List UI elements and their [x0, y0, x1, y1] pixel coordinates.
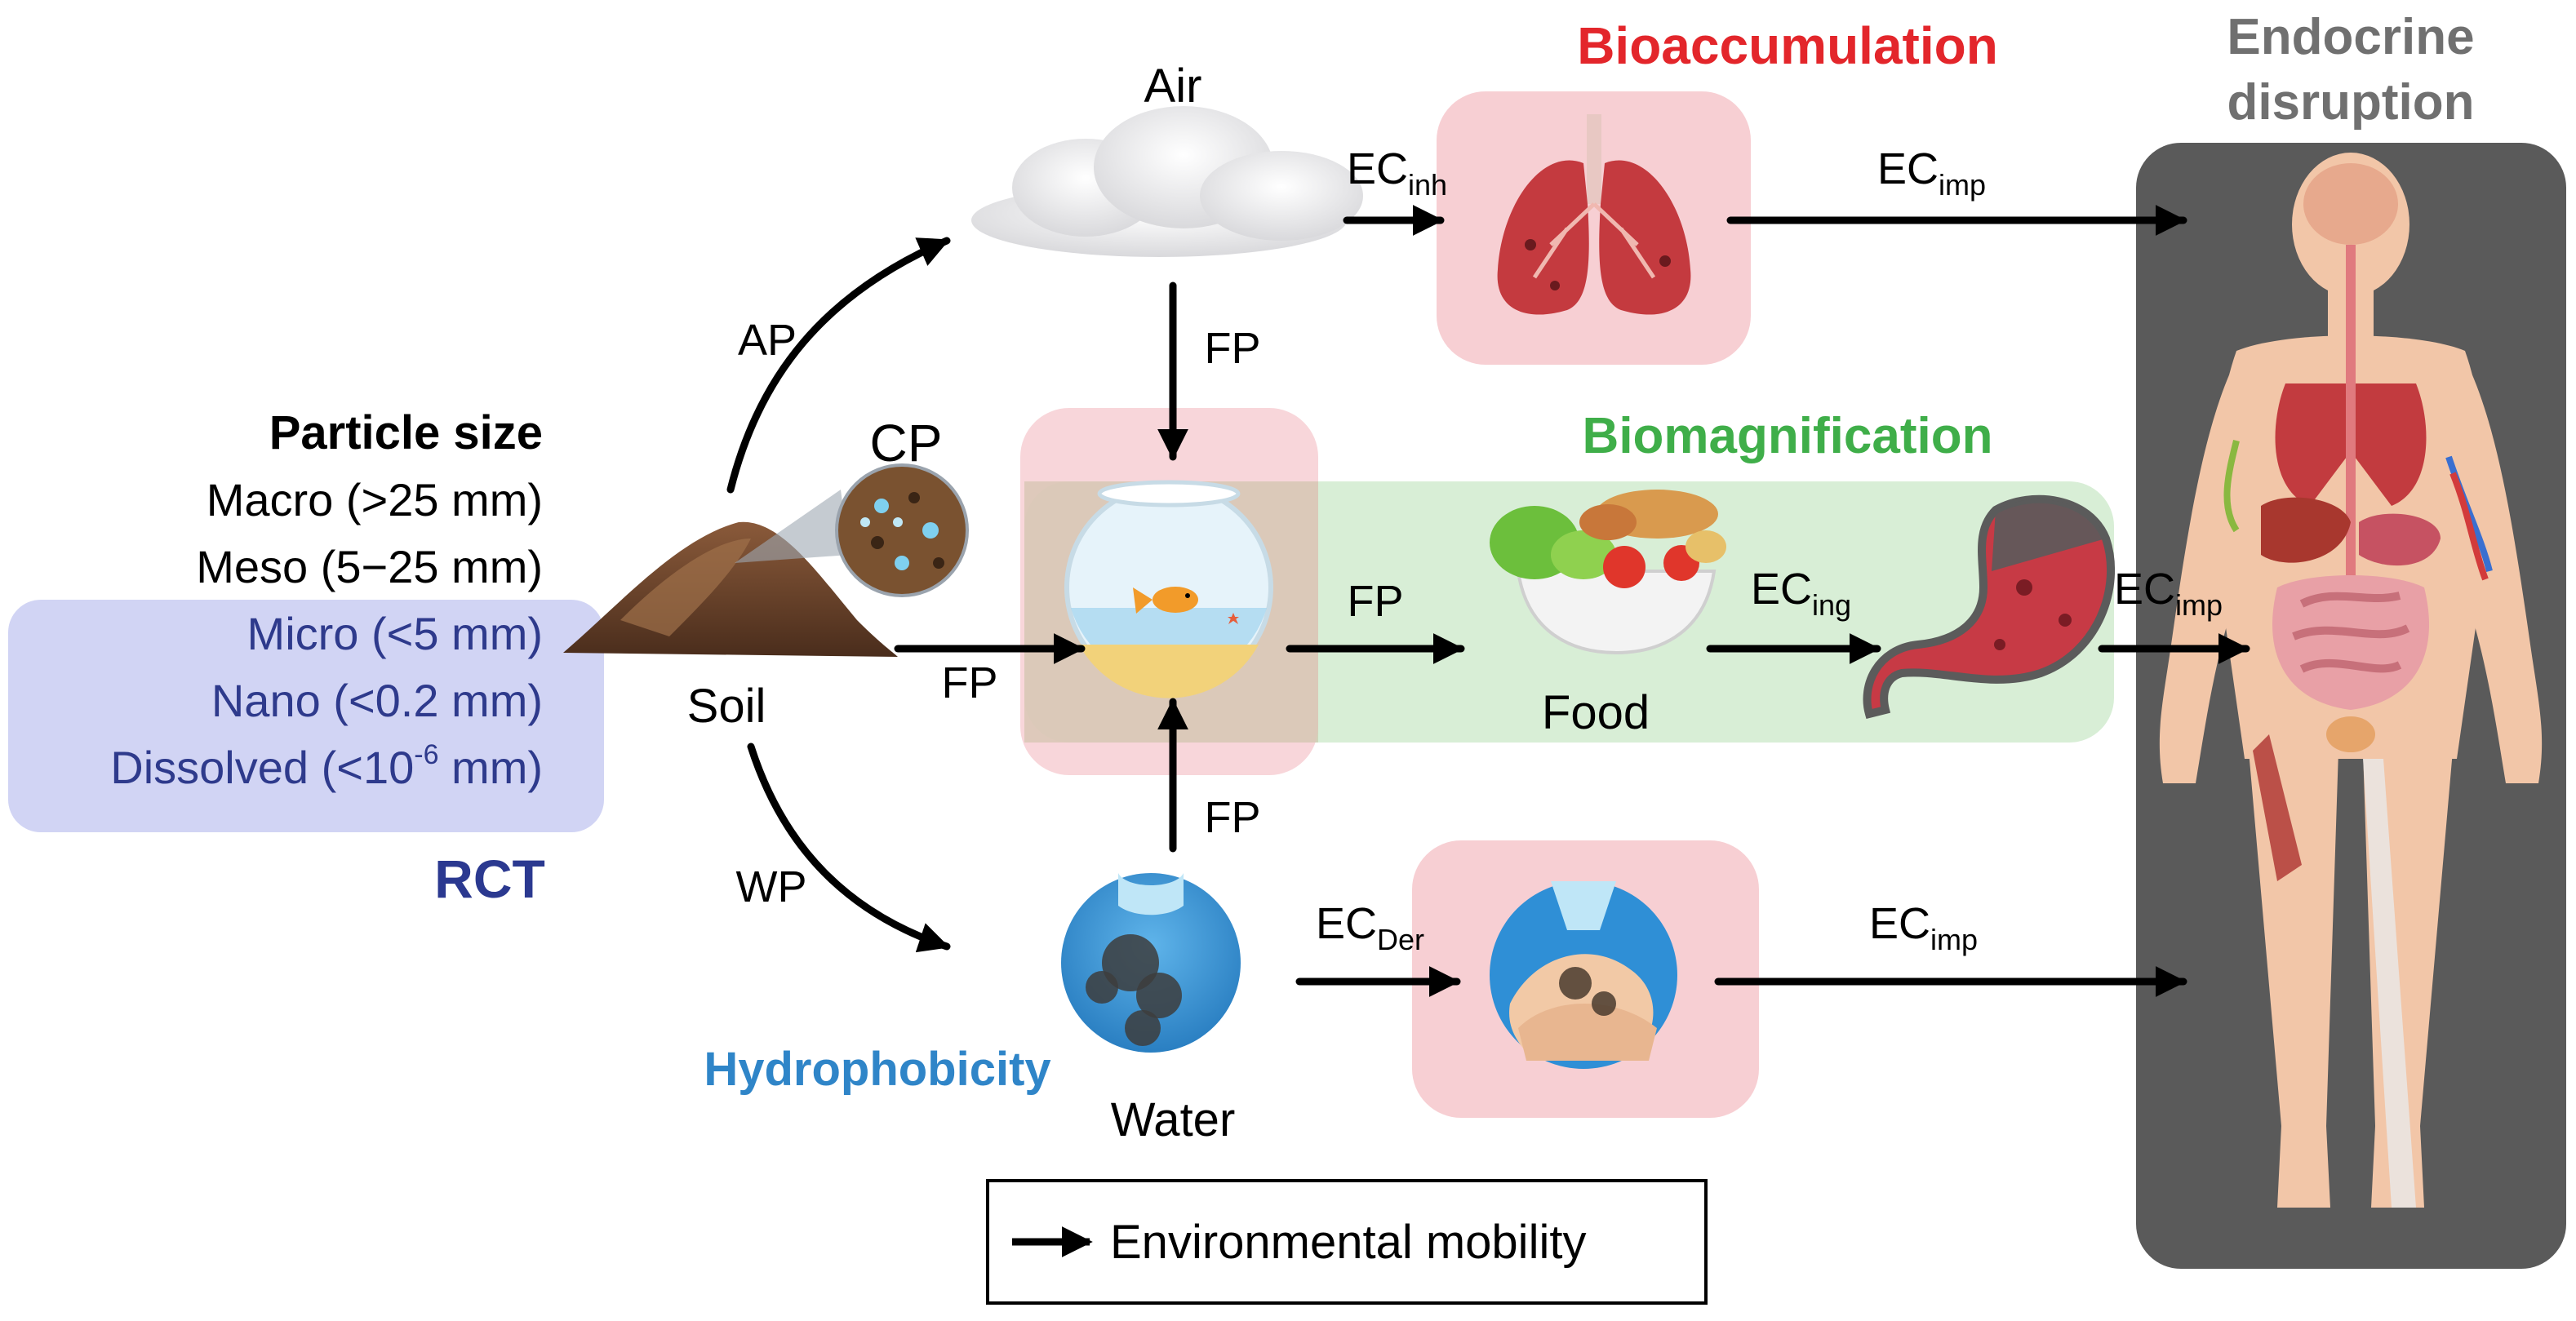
- arrow-soil-to-water: [747, 743, 951, 953]
- ap-label: AP: [738, 316, 797, 365]
- particle-size-micro: Micro (<5 mm): [247, 608, 543, 659]
- particle-size-dissolved: Dissolved (<10-6 mm): [110, 739, 543, 793]
- rct-label: RCT: [434, 849, 545, 909]
- particle-size-nano: Nano (<0.2 mm): [211, 675, 543, 726]
- fp-label-air: FP: [1204, 324, 1260, 373]
- ec-ing-label: ECing: [1751, 565, 1851, 622]
- fp-label-food: FP: [1347, 577, 1403, 626]
- stomach-icon: [1863, 494, 2116, 720]
- legend: Environmental mobility: [986, 1179, 1708, 1305]
- particle-size-macro: Macro (>25 mm): [207, 474, 543, 525]
- arrow-soil-to-air: [726, 237, 951, 494]
- soil-label: Soil: [687, 680, 766, 733]
- bioaccumulation-heading: Bioaccumulation: [1577, 16, 1998, 75]
- biomagnification-heading: Biomagnification: [1583, 408, 1993, 464]
- ec-der-label: ECDer: [1316, 899, 1424, 956]
- arrows: [726, 205, 2250, 997]
- food-bowl-icon: [1490, 490, 1726, 655]
- fp-label-water: FP: [1204, 793, 1260, 842]
- legend-label: Environmental mobility: [1110, 1216, 1586, 1269]
- ec-inh-label: ECinh: [1347, 144, 1447, 202]
- human-body-icon: [2159, 153, 2543, 1208]
- cp-magnifier-icon: [735, 463, 969, 597]
- cloud-icon: [971, 106, 1363, 257]
- particle-size-meso: Meso (5−25 mm): [196, 541, 543, 592]
- cp-label: CP: [870, 414, 943, 472]
- endocrine-heading-line1: Endocrine: [2227, 9, 2474, 65]
- wp-label: WP: [736, 862, 807, 911]
- rct-blue-band: [8, 600, 604, 832]
- legend-box: [986, 1179, 1708, 1305]
- ec-imp-label-bottom: ECimp: [1869, 899, 1978, 956]
- lungs-icon: [1497, 114, 1691, 315]
- fishbowl-icon: [1064, 480, 1273, 698]
- ec-imp-label-top: ECimp: [1877, 144, 1986, 202]
- water-label: Water: [1111, 1093, 1236, 1146]
- ec-imp-label-mid: ECimp: [2114, 565, 2223, 622]
- soil-pile-icon: [563, 521, 898, 657]
- air-label: Air: [1144, 60, 1202, 113]
- endocrine-heading-line2: disruption: [2227, 74, 2474, 131]
- food-label: Food: [1542, 686, 1650, 739]
- water-droplet-icon: [1061, 873, 1241, 1053]
- fp-label-soil: FP: [941, 658, 997, 707]
- hydrophobicity-label: Hydrophobicity: [704, 1043, 1050, 1096]
- particle-size-title: Particle size: [269, 406, 543, 459]
- hand-washing-icon: [1490, 881, 1677, 1069]
